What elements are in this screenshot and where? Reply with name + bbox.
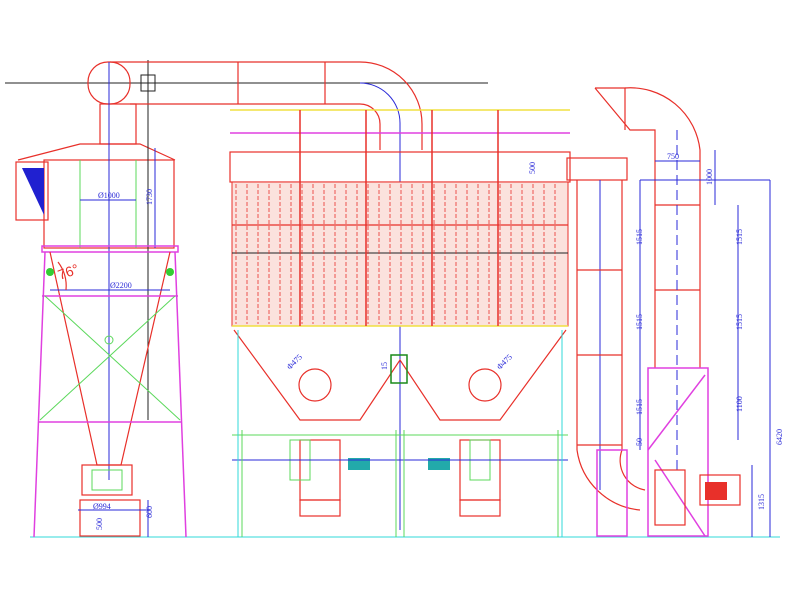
dim-header-height: 500 [528, 162, 537, 174]
dim-duct-offset: 50 [635, 438, 644, 446]
dim-duct-seg-1: 1515 [635, 229, 644, 245]
dim-stack-top: 1000 [705, 169, 714, 185]
dim-stack-seg-3: 1100 [735, 396, 744, 412]
dim-stack-seg-1: 1515 [735, 229, 744, 245]
dim-support-diameter: Ø2200 [110, 281, 132, 290]
fan-motor [705, 482, 727, 500]
dim-duct-seg-2: 1515 [635, 314, 644, 330]
dim-overall-height: 6420 [775, 429, 784, 445]
connecting-duct [110, 61, 423, 530]
dim-stack-width: 750 [667, 152, 679, 161]
dim-cyclone-height: 1730 [145, 189, 154, 205]
cartridge-grid [235, 110, 556, 326]
filter-cartridges [231, 181, 569, 327]
dim-outlet-right: Φ475 [495, 352, 514, 371]
dim-duct-seg-3: 1515 [635, 399, 644, 415]
dim-gap: 15 [380, 362, 389, 370]
cyclone-inlet [15, 161, 49, 221]
inlet-vane-icon [22, 168, 44, 215]
dim-discharge-diameter: Ø994 [93, 502, 111, 511]
outlet-duct-and-stack [566, 87, 771, 537]
dim-fan-height: 1315 [757, 494, 766, 510]
cartridge-collector [229, 109, 571, 537]
dim-stack-seg-2: 1515 [735, 314, 744, 330]
cyclone [15, 60, 187, 538]
dim-cyclone-diameter: Ø1000 [98, 191, 120, 200]
dim-bin-height: 600 [145, 506, 154, 518]
dim-outlet-left: Φ475 [285, 352, 304, 371]
dim-bin-label: 500 [95, 518, 104, 530]
dim-cone-angle: 76° [56, 261, 81, 283]
